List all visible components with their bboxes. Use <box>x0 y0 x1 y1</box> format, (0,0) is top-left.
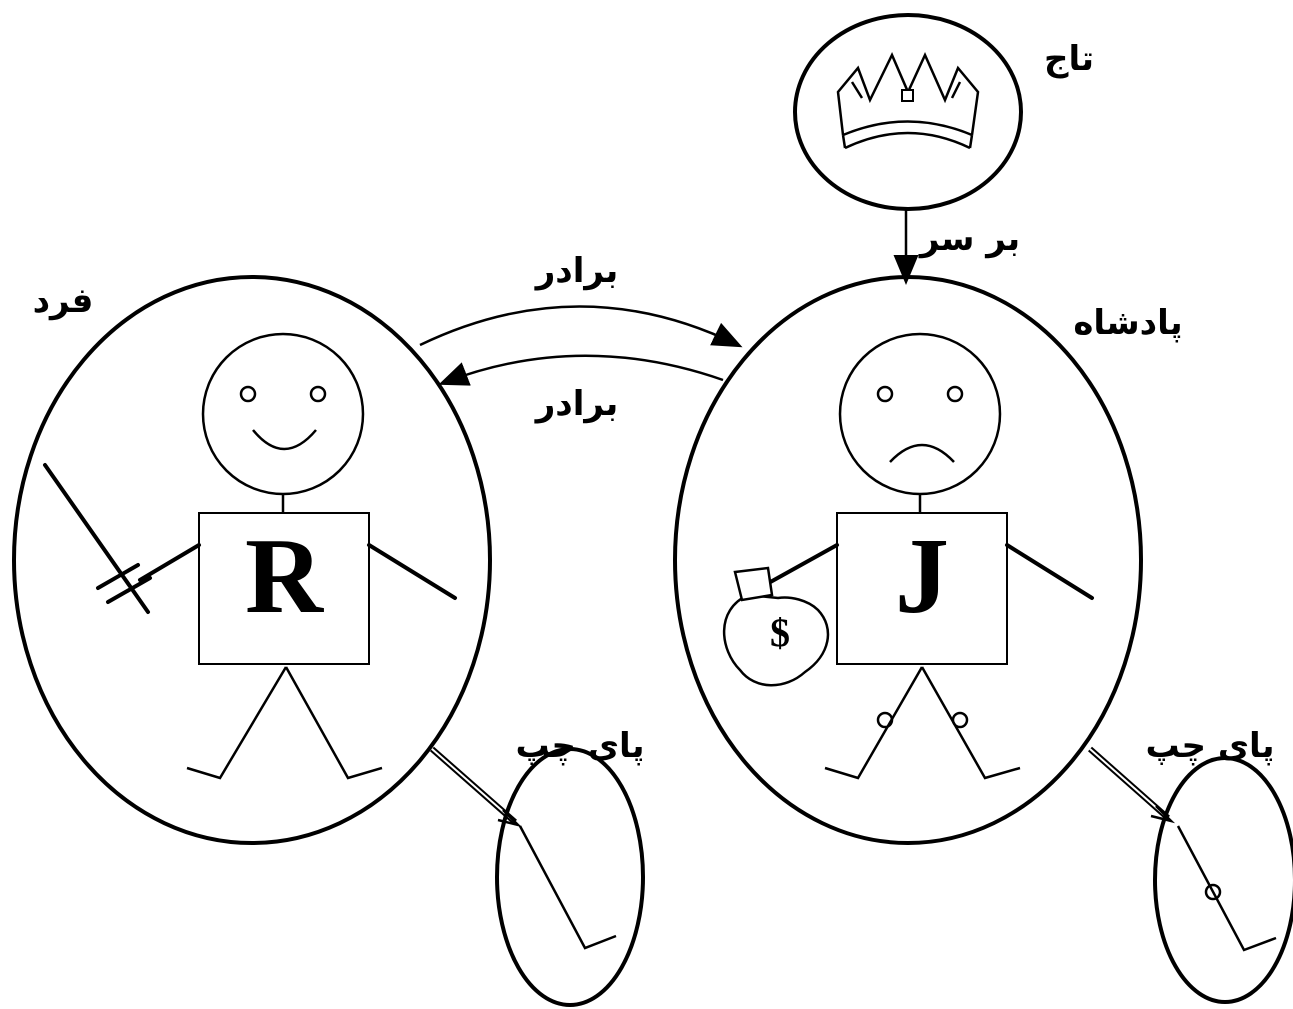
person-head <box>201 332 365 496</box>
crown-icon <box>836 51 980 150</box>
brother-arrow-bottom <box>438 354 724 386</box>
king-head <box>838 332 1002 496</box>
king-ellipse <box>673 275 1143 845</box>
brother-label-bottom: برادر <box>534 384 619 424</box>
sword-icon <box>43 463 152 614</box>
king-left-leg-shape <box>1176 825 1277 952</box>
king-body-box <box>836 512 1008 665</box>
person-leg-left <box>186 666 288 780</box>
crown-ellipse <box>793 13 1023 211</box>
king-node: J $ <box>673 275 1143 845</box>
king-arm-left <box>763 543 839 587</box>
person-body-box <box>198 512 370 665</box>
brother-label-top: برادر <box>534 251 619 291</box>
king-eye-left <box>876 385 894 403</box>
money-bag-symbol: $ <box>770 610 790 655</box>
person-smile <box>252 429 317 451</box>
king-knee-right <box>951 711 969 729</box>
crown-label: تاج <box>1044 39 1094 79</box>
person-ellipse <box>12 275 492 845</box>
king-leg-right <box>920 666 1021 780</box>
brother-arrow-top <box>419 305 743 348</box>
person-leg-right <box>284 666 383 780</box>
king-eye-right <box>946 385 964 403</box>
person-left-leg-shape <box>518 825 617 950</box>
person-left-leg-label: پای چپ <box>515 726 644 766</box>
king-label: پادشاه <box>1073 303 1182 343</box>
king-frown <box>889 443 955 463</box>
king-arm-right <box>1005 543 1094 600</box>
king-knee-left <box>876 711 894 729</box>
person-box-letter: R <box>245 517 324 636</box>
person-eye-left <box>239 385 257 403</box>
king-left-leg-label: پای چپ <box>1145 726 1274 766</box>
money-bag-icon: $ <box>722 566 830 687</box>
person-node: R <box>12 275 492 845</box>
on-head-label: بر سر <box>918 219 1020 259</box>
person-arm-right <box>367 543 457 600</box>
person-eye-right <box>309 385 327 403</box>
person-arm-left <box>138 543 201 582</box>
king-left-leg-node <box>1088 746 1293 1004</box>
person-label: فرد <box>33 281 94 321</box>
crown-node <box>793 13 1023 211</box>
king-left-leg-knee <box>1204 883 1222 901</box>
king-box-letter: J <box>895 517 949 636</box>
king-leg-left <box>824 666 924 780</box>
king-left-leg-ellipse <box>1153 756 1293 1004</box>
person-left-leg-ellipse <box>495 747 645 1007</box>
person-left-leg-node <box>430 746 645 1007</box>
